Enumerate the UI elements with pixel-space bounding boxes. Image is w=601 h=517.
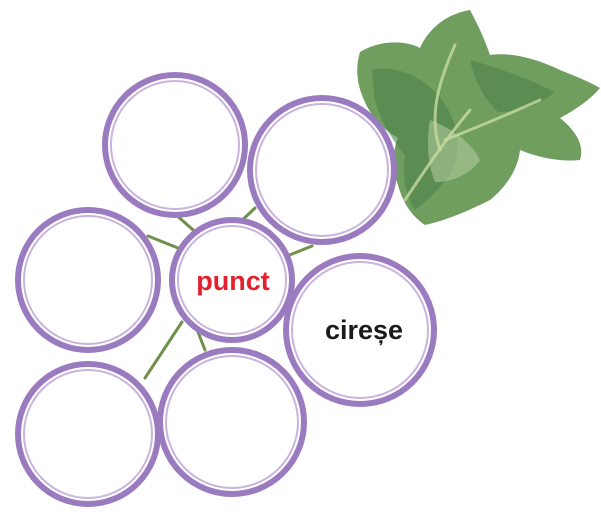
- grape-bottom-middle: [160, 350, 304, 494]
- grape-middle-left: [18, 210, 158, 350]
- stem-to-bottom-left: [145, 322, 182, 378]
- grape-bottom-left: [18, 364, 158, 504]
- word-label-right: cireșe: [325, 315, 403, 345]
- grape-top-right: [250, 98, 394, 242]
- center-word-label: punct: [196, 266, 270, 296]
- grape-top-left: [105, 75, 245, 215]
- grape-leaf-icon: [357, 10, 600, 225]
